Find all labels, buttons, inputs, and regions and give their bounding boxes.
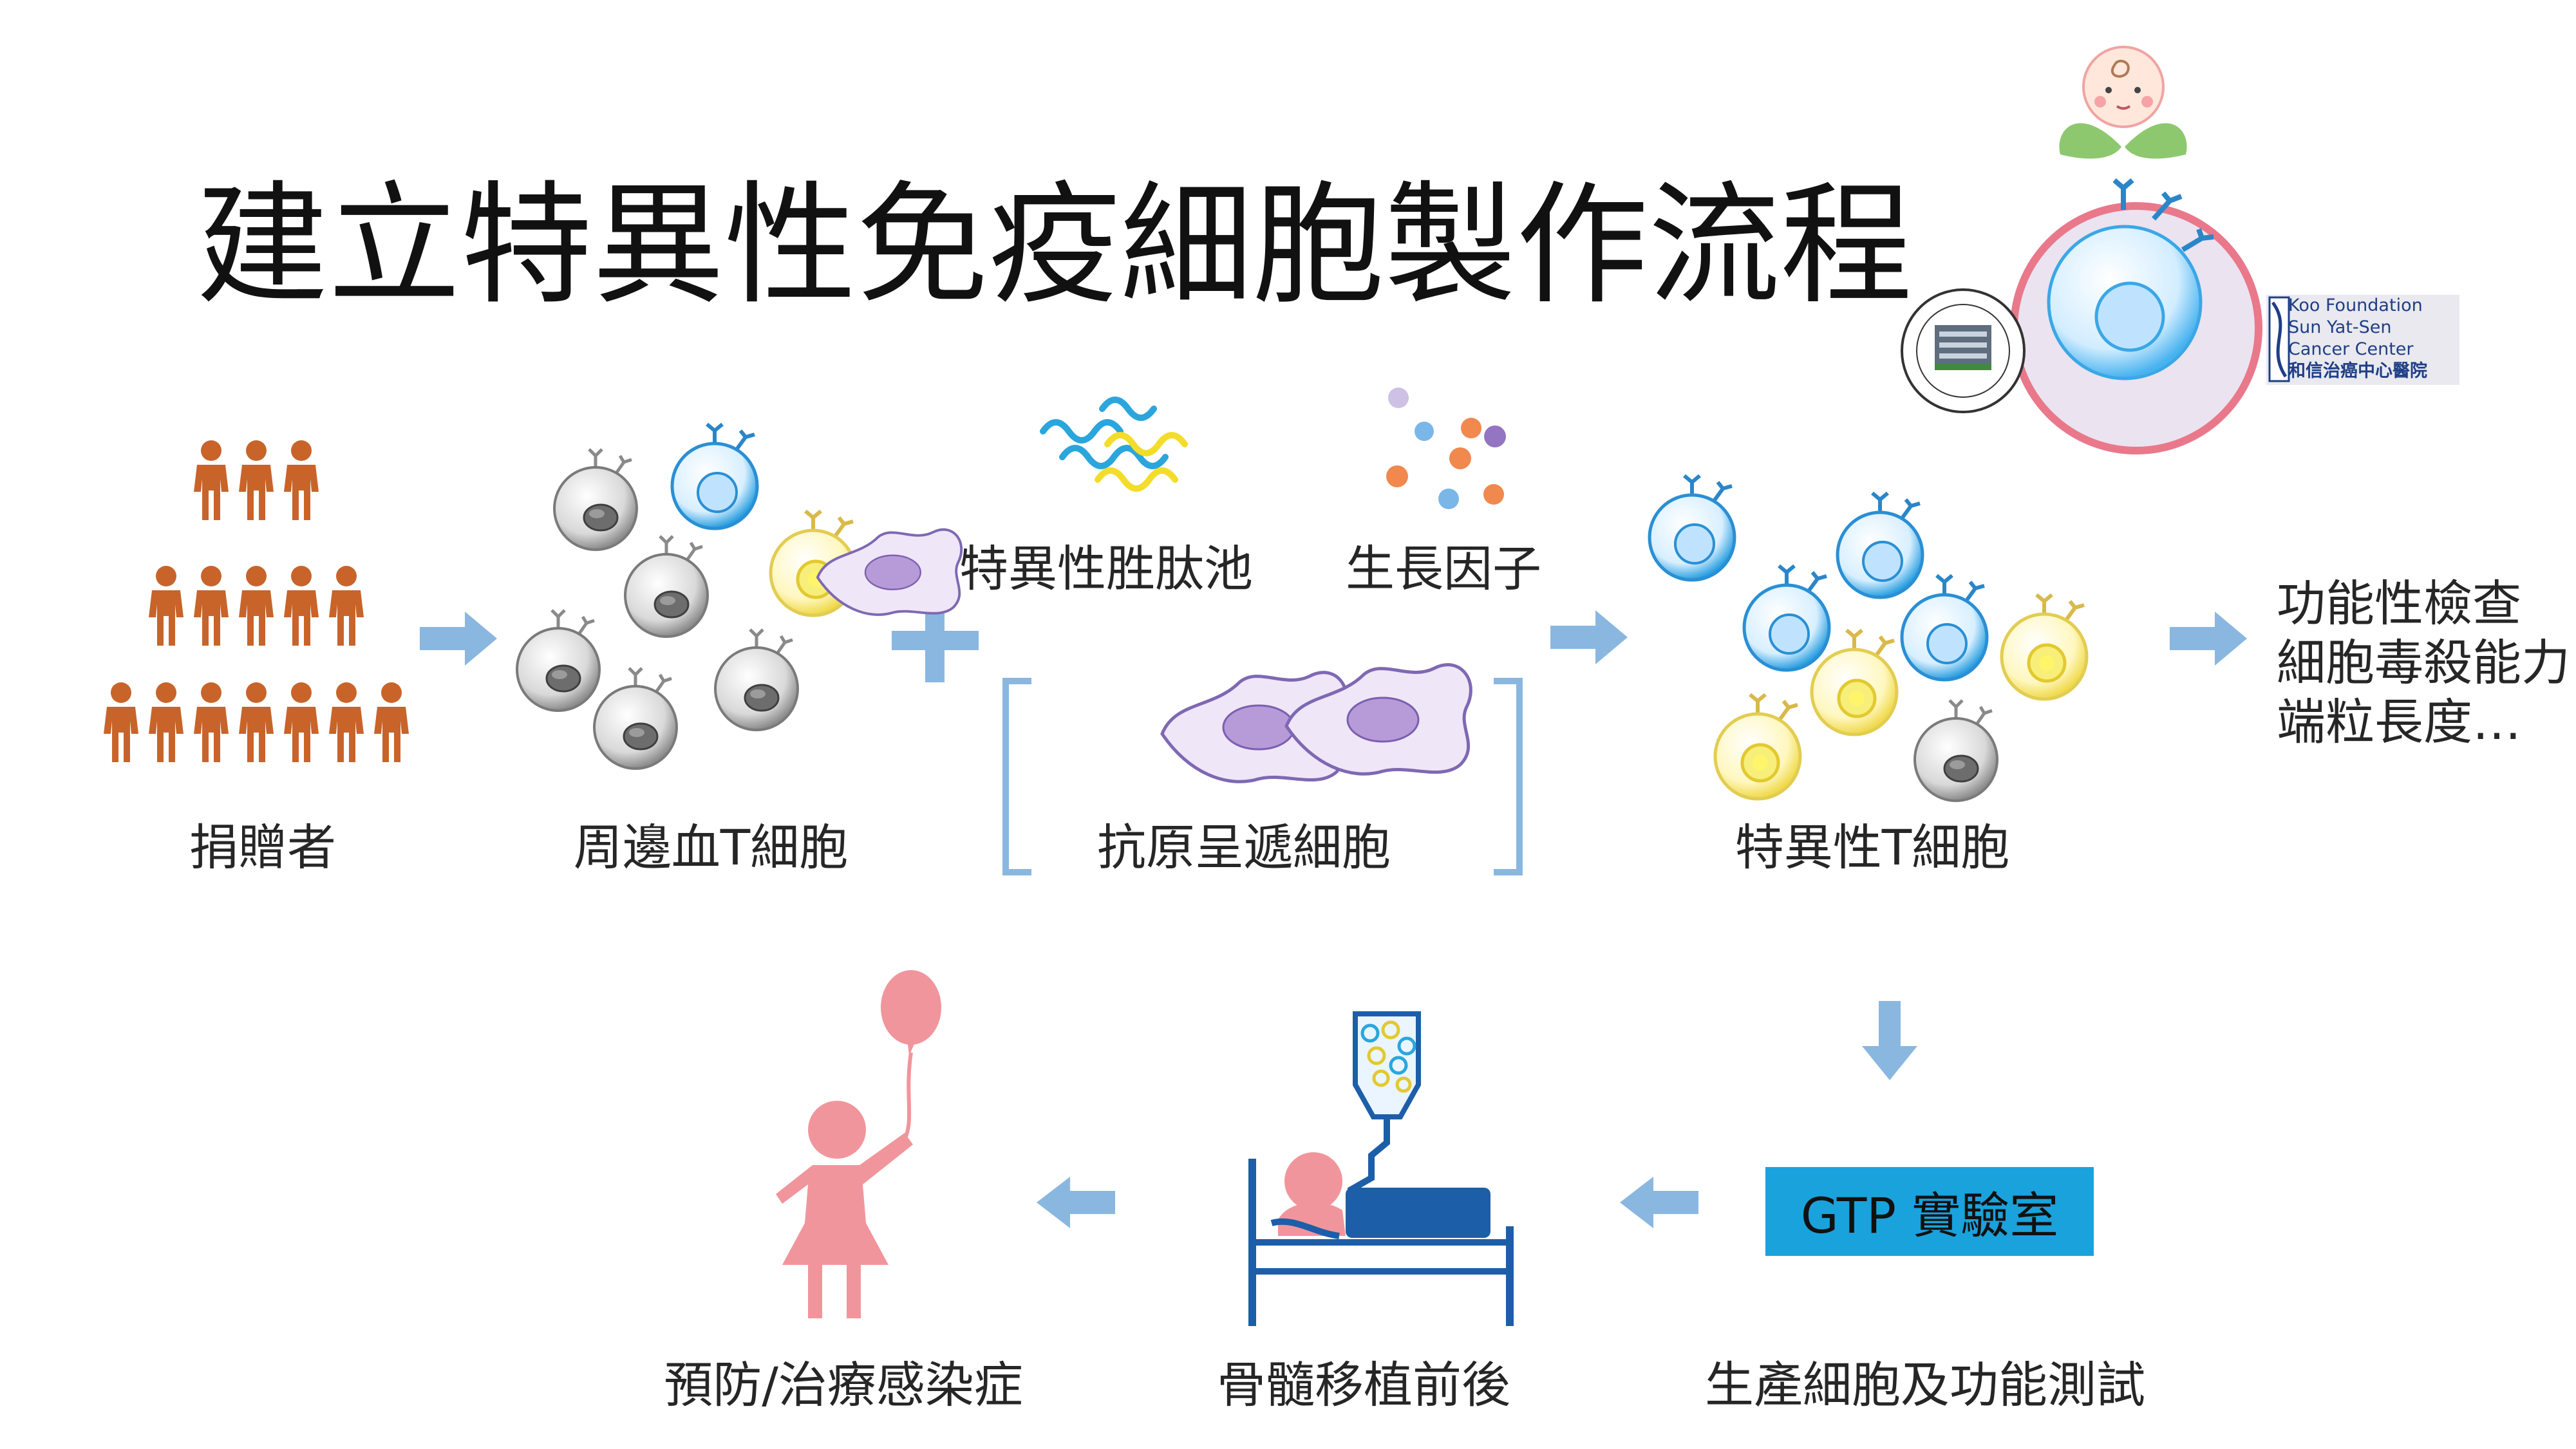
gtp-lab-box: GTP 實驗室	[1765, 1167, 2094, 1256]
functional-tests-list: 功能性檢查 細胞毒殺能力 端粒長度…	[2277, 574, 2570, 752]
apc-bracket	[1002, 678, 1523, 875]
arrow-icon	[2170, 612, 2247, 666]
koo-line: 和信治癌中心醫院	[2288, 361, 2427, 381]
koo-line: Koo Foundation	[2288, 295, 2423, 315]
page-title: 建立特異性免疫細胞製作流程	[196, 169, 1912, 323]
peptide-pool-icon	[1040, 397, 1188, 492]
arrow-down-icon	[1862, 1001, 1917, 1080]
growth-factor-icon	[1386, 388, 1506, 509]
functional-test-item: 端粒長度…	[2277, 693, 2521, 751]
pbmc-cells-icon	[517, 424, 856, 769]
koo-foundation-text: Koo Foundation Sun Yat-Sen Cancer Center…	[2288, 295, 2427, 382]
specific-t-label: 特異性T細胞	[1735, 819, 2010, 876]
donor-group-icon	[104, 440, 409, 762]
arrow-left-icon	[1037, 1177, 1115, 1228]
imb-seal-logo	[1901, 288, 2026, 413]
hospital-bed-icon	[1248, 1011, 1514, 1326]
arrow-left-icon	[1620, 1177, 1698, 1228]
production-label: 生產細胞及功能測試	[1705, 1356, 2145, 1414]
pbmc-label: 周邊血T細胞	[573, 819, 849, 876]
transplant-label: 骨髓移植前後	[1217, 1356, 1510, 1414]
gtp-lab-label: GTP 實驗室	[1800, 1187, 2059, 1244]
peptide-pool-label: 特異性胜肽池	[959, 540, 1253, 597]
arrow-icon	[420, 612, 497, 666]
koo-line: Cancer Center	[2288, 339, 2414, 359]
functional-test-item: 功能性檢查	[2277, 575, 2521, 632]
prevention-label: 預防/治療感染症	[664, 1356, 1023, 1414]
donor-label: 捐贈者	[189, 819, 336, 876]
logo-circle	[2010, 46, 2262, 454]
koo-foundation-logo	[2266, 295, 2459, 385]
apc-label: 抗原呈遞細胞	[1097, 819, 1391, 876]
girl-balloon-icon	[776, 970, 941, 1318]
specific-t-cells-icon	[1650, 476, 2087, 801]
koo-line: Sun Yat-Sen	[2288, 317, 2392, 337]
arrow-icon	[1550, 610, 1628, 664]
functional-test-item: 細胞毒殺能力	[2277, 634, 2570, 691]
growth-factor-label: 生長因子	[1346, 540, 1541, 597]
